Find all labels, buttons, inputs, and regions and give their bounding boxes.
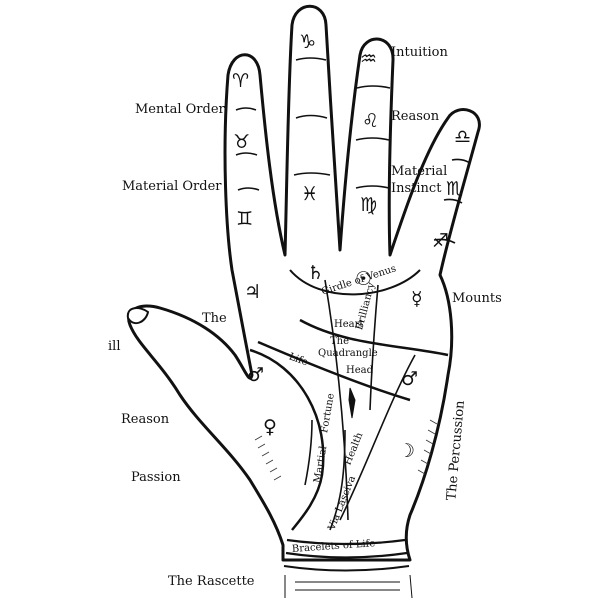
saturn-icon: ♄ [307,262,325,284]
bracelet-line-3 [283,565,410,572]
palm-hatching [254,419,438,481]
bracelet-line-2 [285,551,408,559]
gemini-icon: ♊ [236,208,254,230]
label-heart: Heart [334,319,364,330]
wrist-shading [284,574,413,599]
martial-line [304,419,313,486]
taurus-icon: ♉ [233,131,251,153]
mars-lower-icon: ♂ [247,364,265,386]
aquarius-icon: ♒ [360,48,378,70]
label-reason-top: Reason [391,109,440,124]
head-line [257,340,411,402]
moon-icon: ☽ [398,440,416,462]
scorpio-icon: ♏ [446,178,464,200]
dagger-mark [348,387,356,419]
label-mounts: Mounts [452,291,502,306]
via-lasciva-line [329,429,346,531]
label-the-quadrangle-the: The [330,336,350,347]
mercury-icon: ☿ [411,288,423,310]
girdle-of-venus-line [289,269,421,296]
jupiter-icon: ♃ [244,281,262,303]
label-material-instinct-2: Instinct [391,181,442,196]
venus-icon: ♀ [263,416,277,438]
label-the: The [202,311,227,326]
health-line [339,354,416,521]
palm-lines [249,269,449,572]
leo-icon: ♌ [362,110,380,132]
thumb-nail [126,307,150,325]
label-head: Head [346,365,374,376]
pisces-icon: ♓ [301,183,319,205]
finger-creases [235,57,471,244]
mars-upper-icon: ♂ [401,368,419,390]
brilliancy-line [369,284,379,411]
aries-icon: ♈ [232,70,250,92]
label-material-instinct-1: Material [391,164,448,179]
virgo-icon: ♍ [360,194,378,216]
libra-icon: ♎ [454,126,472,148]
label-reason-thumb: Reason [121,412,170,427]
label-mental-order: Mental Order [135,102,225,117]
label-passion: Passion [131,470,181,485]
label-quadrangle: Quadrangle [318,348,378,359]
sagittarius-icon: ♐ [432,230,450,252]
hand-outline [127,4,481,562]
fortune-line [324,279,349,521]
capricorn-icon: ♑ [299,31,317,53]
label-ill: ill [108,339,121,354]
bracelet-line-1 [286,538,406,546]
label-material-order: Material Order [122,179,222,194]
life-line [249,348,325,531]
sun-icon: ☉ [355,268,373,290]
label-the-rascette: The Rascette [168,574,255,589]
label-intuition: Intuition [391,45,448,60]
